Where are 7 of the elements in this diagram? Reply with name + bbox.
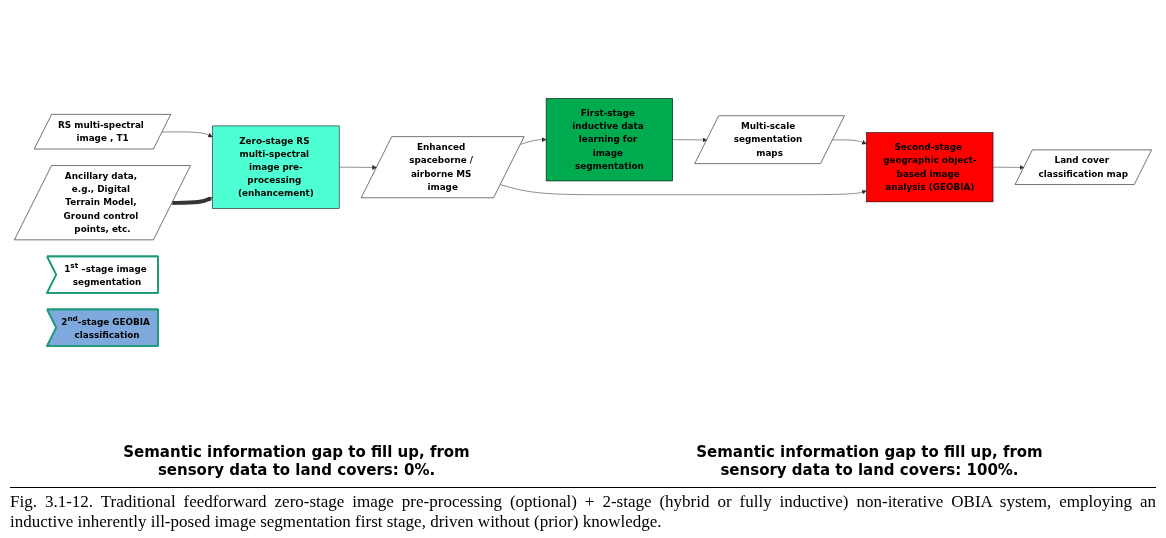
note-text: Semantic information gap to fill up, from sensory data to land covers: 100%. — [695, 443, 1044, 479]
node-box: Zero-stage RS multi-spectral image pre-processing (enhancement) — [212, 126, 340, 210]
node-box: Second-stage geographic object-based image analysis (GEOBIA) — [866, 132, 994, 203]
note-text: Semantic information gap to fill up, from sensory data to land covers: 0%. — [122, 443, 471, 479]
arrow — [172, 197, 213, 206]
node-box: First-stage inductive data learning for image segmentation — [545, 98, 673, 182]
figure-caption: Fig. 3.1-12. Traditional feedforward zero-stage image pre-processing (optional) + 2-stage (hybrid or fully inductive) non-iterative OBIA system, employing an inductive inherently ill-posed image segmentation first stage, driven without (prior) knowledge. — [10, 487, 1156, 532]
